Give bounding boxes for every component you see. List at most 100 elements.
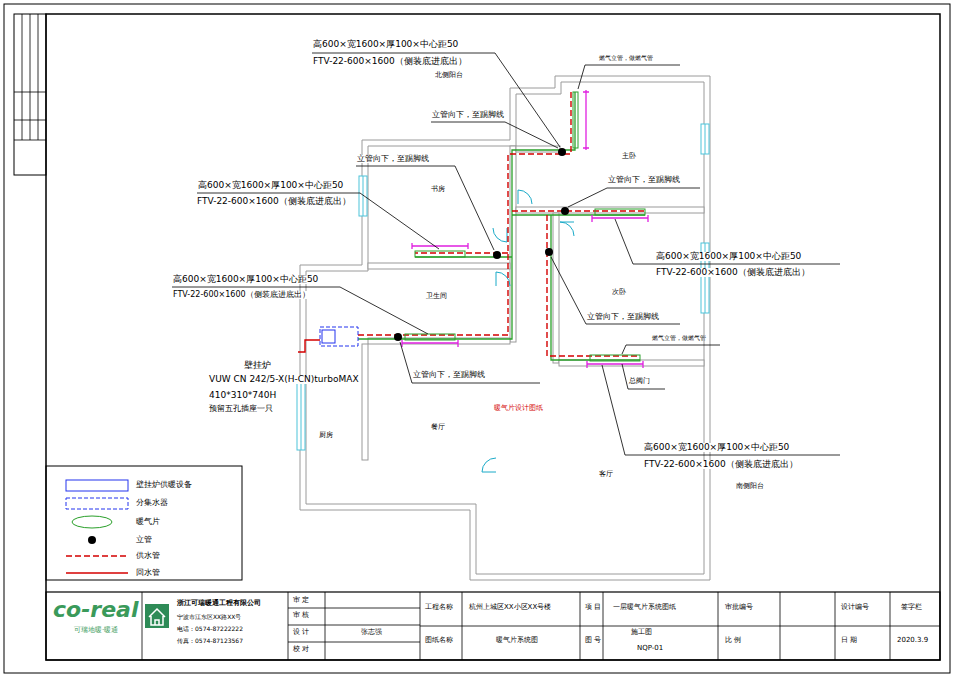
text-label: 施工图 [630, 629, 653, 636]
text-label: 可瑞地暖·暖通 [73, 627, 119, 634]
riser-dot [394, 333, 402, 341]
risers [394, 148, 569, 341]
wall [553, 213, 559, 363]
text-label: 立管向下，至踢脚线 [586, 313, 660, 321]
text-label: 总阀门 [628, 378, 651, 385]
legend-sample-supply [66, 555, 128, 557]
text-label: NQP-01 [636, 645, 664, 652]
text-label: 410*310*740H [208, 391, 277, 400]
text-label: 一层暖气片系统图纸 [612, 604, 677, 611]
radiator [405, 334, 455, 340]
boiler-zone [320, 327, 358, 346]
riser-dot [561, 207, 569, 215]
outer-wall-inner-line [306, 82, 704, 574]
text-label: 设计编号 [840, 604, 870, 611]
text-label: 杭州上城区XX小区XX号楼 [468, 604, 552, 611]
inner-frame [46, 14, 940, 660]
riser-dot [558, 148, 566, 156]
legend-text: 供水管 [135, 552, 161, 560]
text-label: 工程名称 [424, 604, 454, 611]
legend-sample-radiator [72, 516, 112, 528]
legend-sample-boiler [66, 480, 128, 491]
wall [516, 146, 560, 152]
text-label: 立管向下，至踢脚线 [356, 155, 430, 163]
window-pane [301, 124, 705, 450]
text-label: FTV-22-600×1600（侧装底进底出） [196, 197, 352, 206]
logo-icon [145, 604, 169, 628]
text-label: 审批编号 [724, 604, 754, 611]
legend-text: 立管 [135, 536, 153, 544]
text-label: 燃气立管，做燃气管 [651, 335, 707, 341]
text-label: FTV-22-600×1600（侧装底进底出） [655, 268, 811, 277]
text-label: 卫生间 [425, 293, 448, 300]
legend-sample-return [66, 572, 128, 574]
text-label: 宁波市江东区XX路XX号 [176, 614, 242, 620]
radiator [415, 251, 465, 257]
text-label: 设 计 [292, 629, 310, 636]
text-label: 次卧 [611, 289, 627, 296]
text-label: 厨房 [318, 432, 334, 439]
radiator [573, 92, 578, 148]
logo-house [149, 609, 165, 625]
text-label: 高600×宽1600×厚100×中心距50 [197, 181, 344, 190]
radiator [595, 209, 645, 215]
text-label: 书房 [430, 186, 446, 193]
wall [516, 207, 704, 213]
doors [482, 190, 574, 472]
text-label: 项 目 [584, 604, 602, 611]
riser-dot [545, 248, 553, 256]
text-label: 高600×宽1600×厚100×中心距50 [172, 275, 319, 284]
text-label: FTV-22-600×1600（侧装底进底出） [312, 57, 468, 66]
legend-text: 回水管 [135, 569, 161, 577]
windows [297, 124, 709, 450]
legend-sample-riser [88, 536, 96, 544]
text-label: VUW CN 242/5-X(H-CN)turboMAX [208, 375, 360, 384]
text-label: 北侧阳台 [434, 72, 464, 79]
text-label: 高600×宽1600×厚100×中心距50 [643, 443, 790, 452]
text-label: 立管向下，至踢脚线 [607, 176, 681, 184]
text-label: FTV-22-600×1600（侧装底进底出） [643, 460, 799, 469]
legend-text: 暖气片 [135, 518, 161, 526]
text-label: 预留五孔插座一只 [208, 405, 274, 413]
binding-strip [14, 14, 46, 175]
text-label: 暖气片系统图 [495, 637, 539, 644]
text-label: 2020.3.9 [896, 637, 929, 644]
text-label: 立管向下，至踢脚线 [431, 111, 505, 119]
door-swing [518, 190, 532, 204]
text-label: 高600×宽1600×厚100×中心距50 [312, 40, 459, 49]
interior-walls [362, 146, 704, 460]
text-label: co-real [52, 598, 139, 621]
text-label: 浙江可瑞暖通工程有限公司 [176, 600, 262, 607]
legend-text: 壁挂炉供暖设备 [135, 481, 193, 489]
legend-text: 分集水器 [135, 499, 169, 507]
title-block-grid [142, 592, 940, 660]
text-label: 审 定 [292, 597, 310, 604]
wall [510, 146, 516, 342]
outer-frame [4, 4, 950, 673]
text-label: 电话：0574-87222222 [176, 626, 244, 632]
text-label: 主卧 [621, 153, 637, 160]
text-label: 张志强 [360, 629, 383, 636]
text-label: 立管向下，至踢脚线 [412, 371, 486, 379]
legend-box [46, 466, 242, 580]
binding-strip-grid [14, 14, 46, 140]
text-label: 传真：0574-87123567 [176, 638, 244, 644]
door-swing [560, 222, 574, 236]
text-label: 日 期 [840, 637, 858, 644]
door-swing [493, 228, 507, 242]
text-label: 图 号 [584, 637, 602, 644]
text-label: 南侧阳台 [735, 483, 765, 490]
text-label: 校 对 [292, 646, 310, 653]
outer-wall [300, 76, 710, 580]
door-swing [482, 458, 496, 472]
wall [362, 344, 368, 460]
boiler-connection [298, 340, 320, 352]
text-label: 审 核 [292, 612, 310, 619]
text-label: 燃气立管，做燃气管 [598, 55, 654, 61]
text-label: 壁挂炉 [243, 361, 272, 370]
text-label: 签字栏 [900, 604, 923, 611]
text-label: 比 例 [724, 637, 742, 644]
wall [368, 263, 510, 269]
leader-lines [172, 53, 840, 455]
